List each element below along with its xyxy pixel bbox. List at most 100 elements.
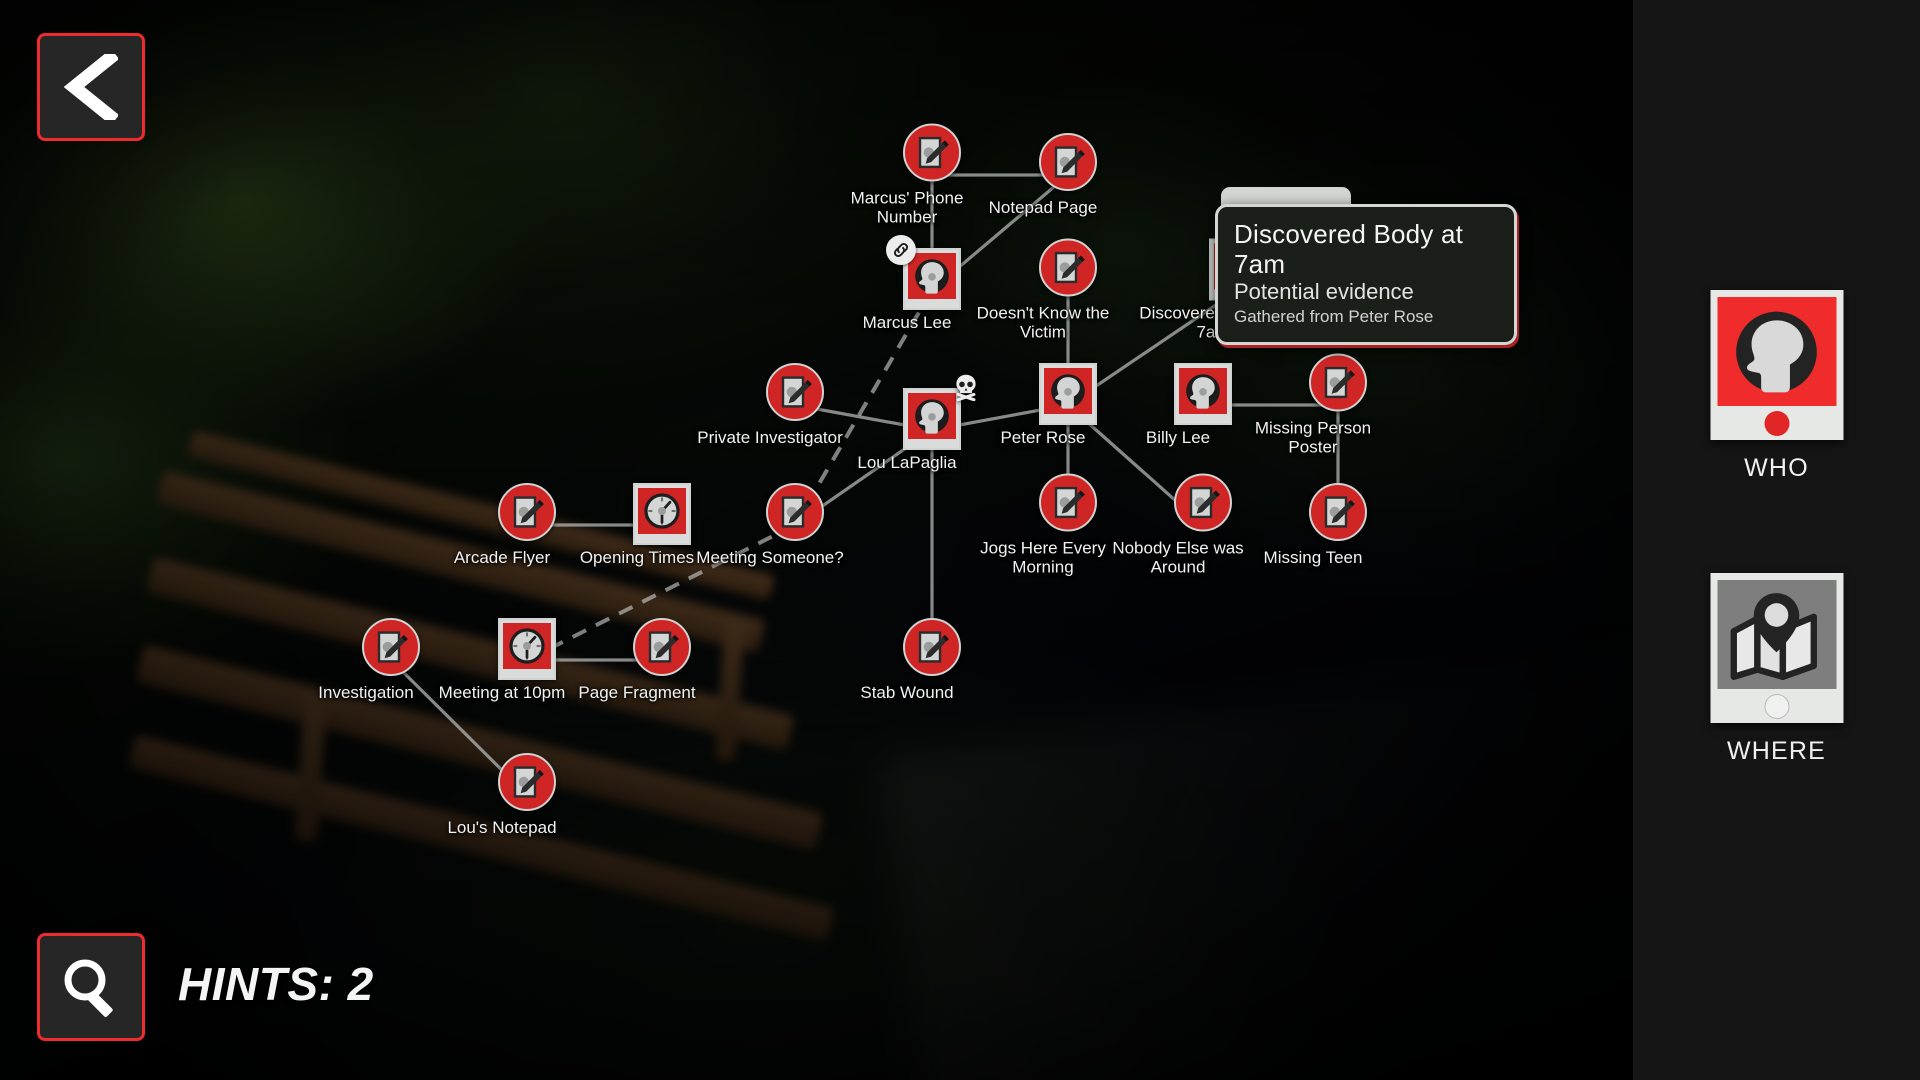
clock-icon	[644, 493, 680, 529]
round-evidence-frame	[362, 618, 420, 676]
node-icon-jogs_here[interactable]	[1039, 473, 1097, 532]
node-icon-investigation[interactable]	[362, 618, 420, 676]
board-node-stab_wound[interactable]: Stab Wound	[860, 618, 986, 702]
node-icon-missing_poster[interactable]	[1309, 353, 1367, 412]
note-pen-icon	[513, 766, 544, 798]
note-pen-icon	[781, 376, 812, 408]
hint-button[interactable]	[37, 933, 145, 1041]
head-silhouette-icon	[915, 399, 949, 434]
magnifier-icon	[64, 959, 113, 1017]
node-icon-meeting_someone[interactable]	[766, 483, 824, 541]
note-pen-icon	[781, 496, 812, 528]
where-polaroid	[1710, 573, 1843, 723]
skull-icon	[956, 374, 976, 401]
back-button[interactable]	[37, 33, 145, 141]
polaroid-pane	[638, 488, 686, 534]
rail-item-where[interactable]: WHERE	[1710, 573, 1843, 766]
tooltip-source: Gathered from Peter Rose	[1234, 307, 1434, 326]
round-evidence-frame	[633, 618, 691, 676]
round-evidence-frame	[766, 483, 824, 541]
node-icon-lous_notepad[interactable]	[498, 753, 556, 811]
board-node-marcus_phone[interactable]: Marcus' Phone Number	[851, 123, 986, 227]
where-label: WHERE	[1726, 737, 1827, 765]
node-icon-page_fragment[interactable]	[633, 618, 691, 676]
node-icon-arcade_flyer[interactable]	[498, 483, 556, 541]
polaroid-pane	[908, 253, 956, 299]
note-pen-icon	[648, 631, 679, 663]
board-node-investigation[interactable]: Investigation	[318, 618, 445, 702]
board-node-lous_notepad[interactable]: Lou's Notepad	[447, 753, 581, 837]
chevron-left-icon	[64, 54, 118, 120]
node-icon-notepad_page[interactable]	[1039, 133, 1097, 191]
polaroid-frame	[633, 483, 691, 545]
node-icon-meeting_10pm[interactable]	[498, 618, 556, 680]
link-badge	[886, 235, 916, 265]
round-evidence-frame	[766, 363, 824, 421]
who-pane	[1717, 297, 1836, 406]
board-node-meeting_someone[interactable]: Meeting Someone?	[696, 483, 849, 567]
round-evidence-frame	[1039, 473, 1097, 532]
board-node-marcus_lee[interactable]: Marcus Lee	[863, 235, 986, 332]
right-sidebar: ? WHO	[1632, 0, 1920, 1080]
round-evidence-frame	[1309, 353, 1367, 412]
board-node-peter_rose[interactable]: Peter Rose	[1000, 363, 1122, 447]
node-icon-private_inv[interactable]	[766, 363, 824, 421]
node-icon-marcus_lee[interactable]	[886, 235, 961, 310]
note-pen-icon	[1054, 486, 1085, 519]
board-node-missing_poster[interactable]: Missing Person Poster	[1255, 353, 1392, 457]
board-node-missing_teen[interactable]: Missing Teen	[1264, 483, 1392, 567]
note-pen-icon	[1054, 146, 1085, 178]
note-pen-icon	[377, 631, 408, 663]
head-silhouette-icon	[1736, 311, 1817, 392]
note-pen-icon	[1324, 366, 1355, 399]
head-silhouette-icon	[915, 259, 949, 294]
map-pin-icon	[1730, 592, 1817, 680]
note-pen-icon	[1324, 496, 1355, 528]
board-node-doesnt_know[interactable]: Doesn't Know the Victim	[977, 238, 1122, 342]
edge-marcus_lee-to-meeting_someone	[793, 288, 934, 527]
node-icon-peter_rose[interactable]	[1039, 363, 1097, 425]
node-icon-nobody_else[interactable]	[1174, 473, 1232, 532]
node-icon-lou_lapaglia[interactable]	[903, 374, 976, 450]
head-silhouette-icon	[1186, 374, 1220, 409]
rail-item-who[interactable]: WHO	[1710, 290, 1843, 483]
vignette-overlay	[0, 0, 1632, 1080]
victim-badge	[951, 372, 981, 402]
tooltip-card: Discovered Body at 7am Potential evidenc…	[1215, 204, 1517, 345]
board-node-page_fragment[interactable]: Page Fragment	[578, 618, 716, 702]
board-node-lou_lapaglia[interactable]: Lou LaPaglia	[857, 374, 986, 472]
polaroid-frame	[903, 388, 961, 450]
board-node-billy_lee[interactable]: Billy Lee	[1146, 363, 1257, 447]
note-pen-icon	[513, 496, 544, 528]
node-icon-stab_wound[interactable]	[903, 618, 961, 676]
note-pen-icon	[1189, 486, 1220, 519]
polaroid-pane	[1044, 368, 1092, 414]
polaroid-frame	[1039, 363, 1097, 425]
hints-counter: HINTS: 2	[178, 958, 374, 1010]
node-icon-opening_times[interactable]	[633, 483, 691, 545]
where-status-dot	[1764, 694, 1789, 719]
round-evidence-frame	[903, 618, 961, 676]
board-node-notepad_page[interactable]: Notepad Page	[989, 133, 1122, 217]
polaroid-frame	[1174, 363, 1232, 425]
who-label: WHO	[1744, 454, 1809, 482]
who-polaroid	[1710, 290, 1843, 440]
node-icon-doesnt_know[interactable]	[1039, 238, 1097, 297]
round-evidence-frame	[1039, 133, 1097, 191]
node-icon-billy_lee[interactable]	[1174, 363, 1232, 425]
board-node-opening_times[interactable]: Opening Times	[580, 483, 716, 567]
polaroid-frame	[498, 618, 556, 680]
evidence-tooltip: Discovered Body at 7am Potential evidenc…	[1215, 178, 1517, 345]
board-node-jogs_here[interactable]: Jogs Here Every Morning	[980, 473, 1122, 577]
round-evidence-frame	[1039, 238, 1097, 297]
board-node-meeting_10pm[interactable]: Meeting at 10pm	[439, 618, 581, 702]
board-node-nobody_else[interactable]: Nobody Else was Around	[1112, 473, 1257, 577]
board-node-private_inv[interactable]: Private Investigator	[697, 363, 849, 447]
board-node-arcade_flyer[interactable]: Arcade Flyer	[454, 483, 581, 567]
node-icon-marcus_phone[interactable]	[903, 123, 961, 182]
node-icon-missing_teen[interactable]	[1309, 483, 1367, 541]
head-silhouette-icon	[1051, 374, 1085, 409]
round-evidence-frame	[498, 753, 556, 811]
